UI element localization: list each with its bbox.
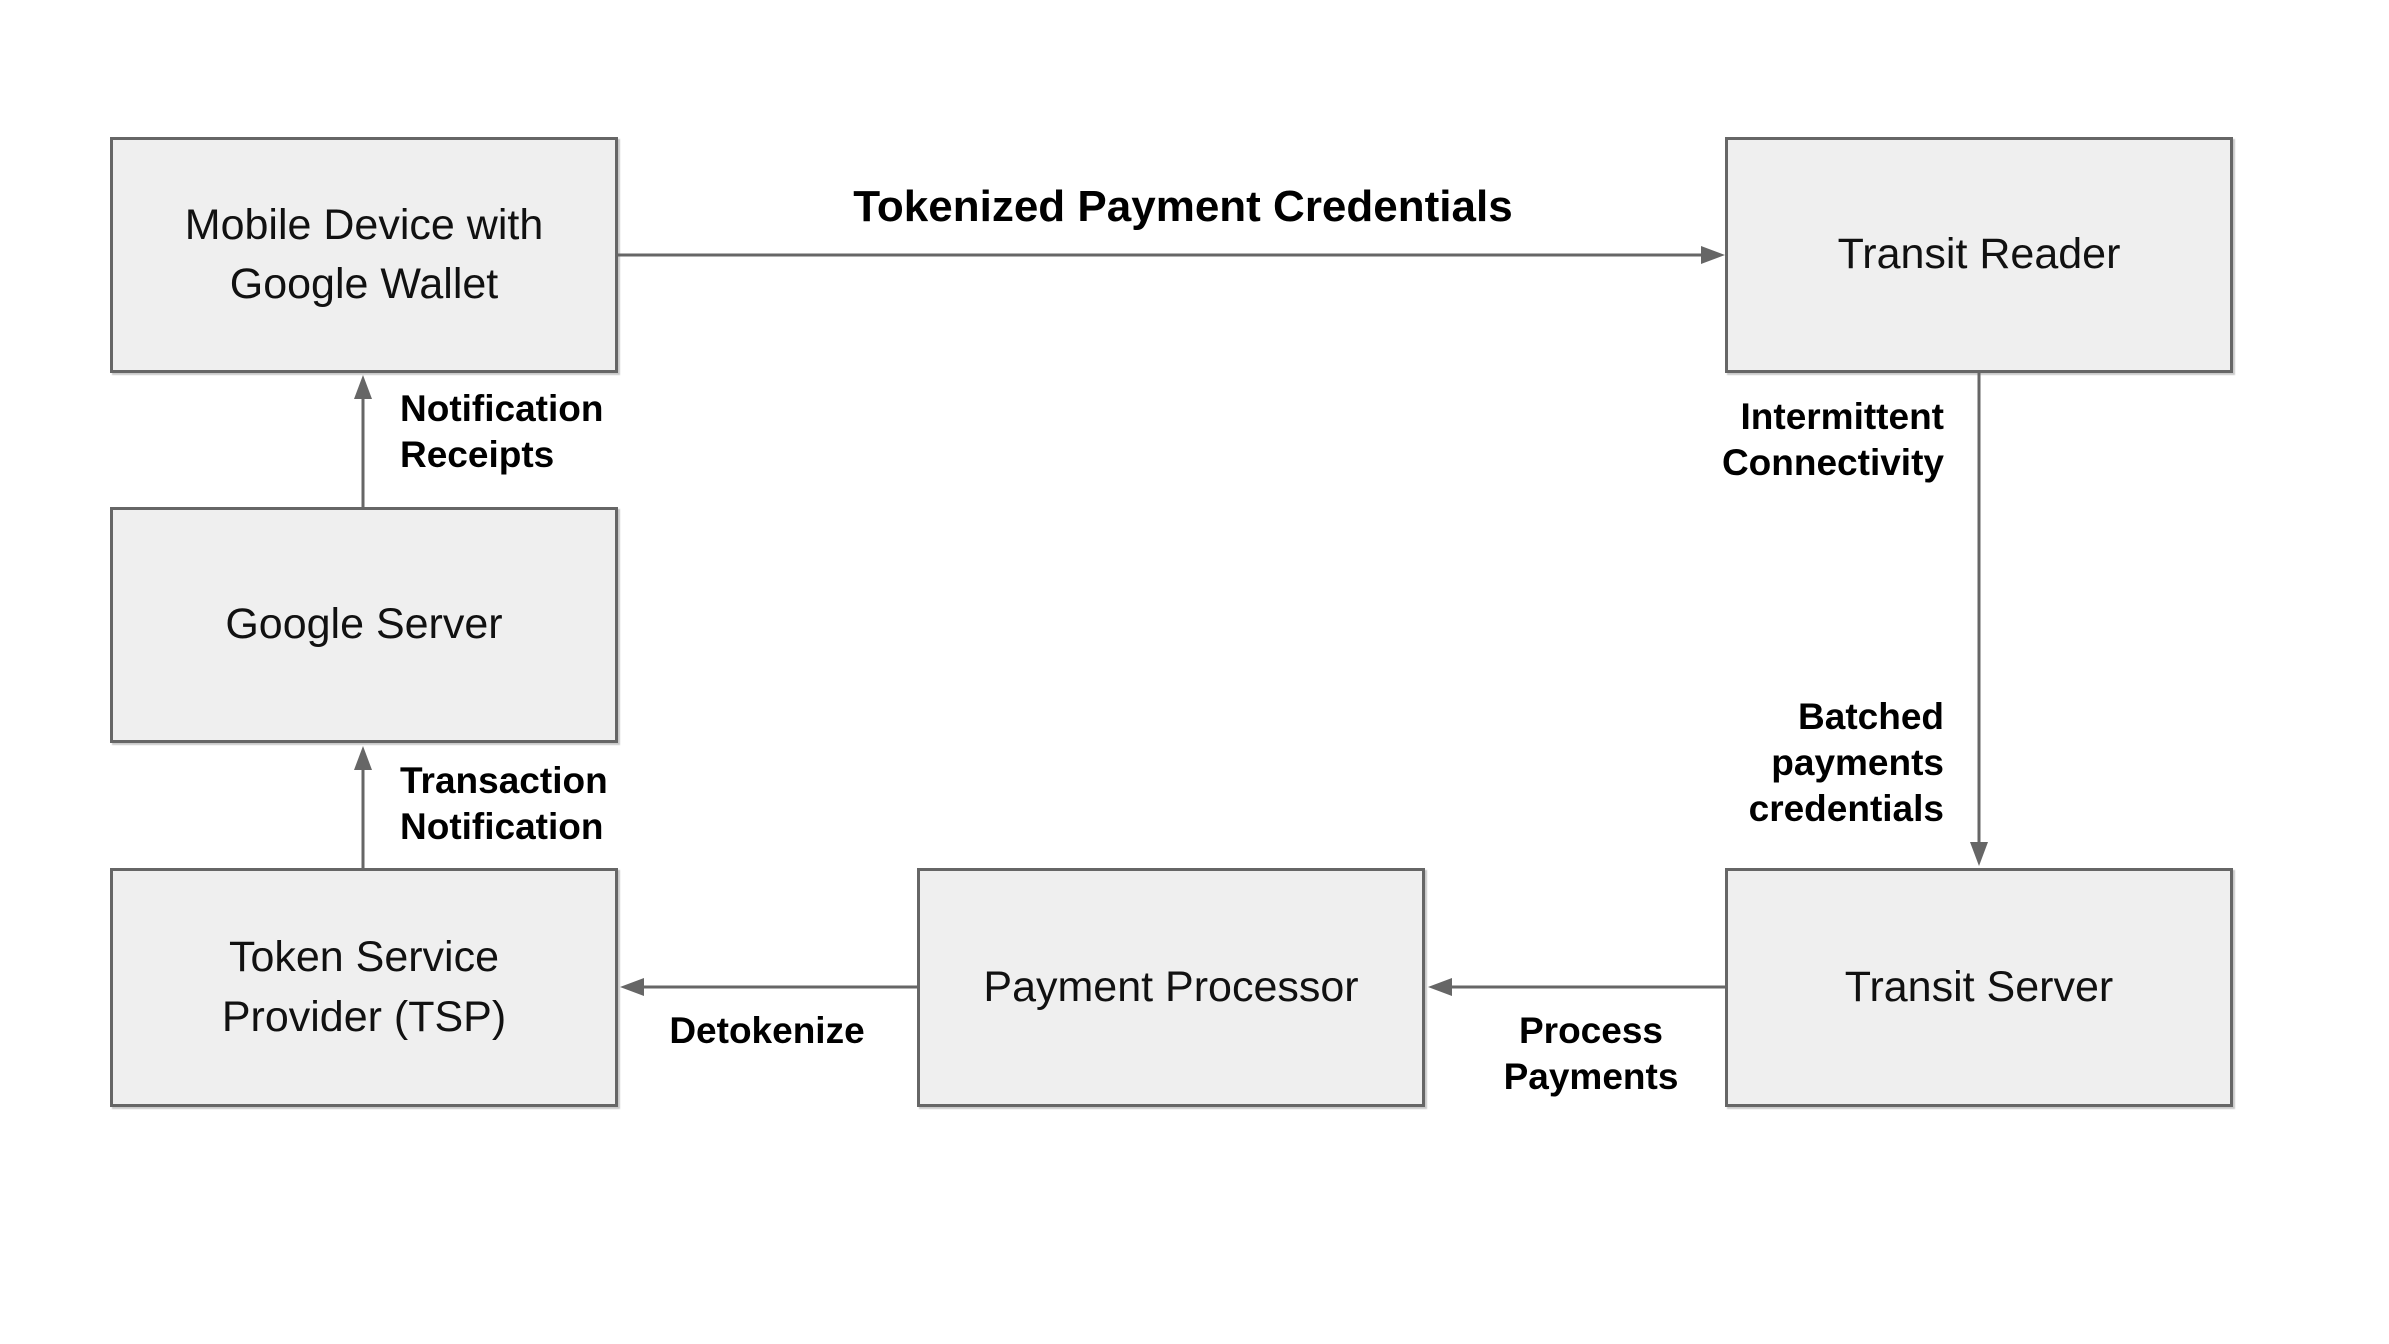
arrow-batched-payments-credentials	[1970, 373, 1988, 866]
edge-label-process-payments: Process Payments	[1503, 1010, 1679, 1097]
arrow-notification-receipts	[354, 375, 372, 507]
arrow-detokenize	[620, 978, 917, 996]
edge-label-intermittent-connectivity: Intermittent Connectivity	[1721, 396, 1944, 483]
node-transit-server: Transit Server	[1725, 868, 2233, 1107]
edge-label-notification-receipts: Notification Receipts	[400, 388, 604, 475]
node-google-server: Google Server	[110, 507, 618, 743]
edge-label-batched-payments-credentials: Batched payments credentials	[1748, 696, 1944, 829]
node-mobile-device-google-wallet: Mobile Device with Google Wallet	[110, 137, 618, 373]
node-token-service-provider: Token Service Provider (TSP)	[110, 868, 618, 1107]
edge-label-transaction-notification: Transaction Notification	[400, 760, 608, 847]
arrow-tokenized-payment-credentials	[618, 246, 1725, 264]
arrow-transaction-notification	[354, 746, 372, 868]
arrow-process-payments	[1428, 978, 1725, 996]
edge-label-detokenize: Detokenize	[669, 1010, 865, 1051]
node-payment-processor: Payment Processor	[917, 868, 1425, 1107]
node-transit-reader: Transit Reader	[1725, 137, 2233, 373]
edge-label-tokenized-payment-credentials: Tokenized Payment Credentials	[853, 182, 1513, 231]
